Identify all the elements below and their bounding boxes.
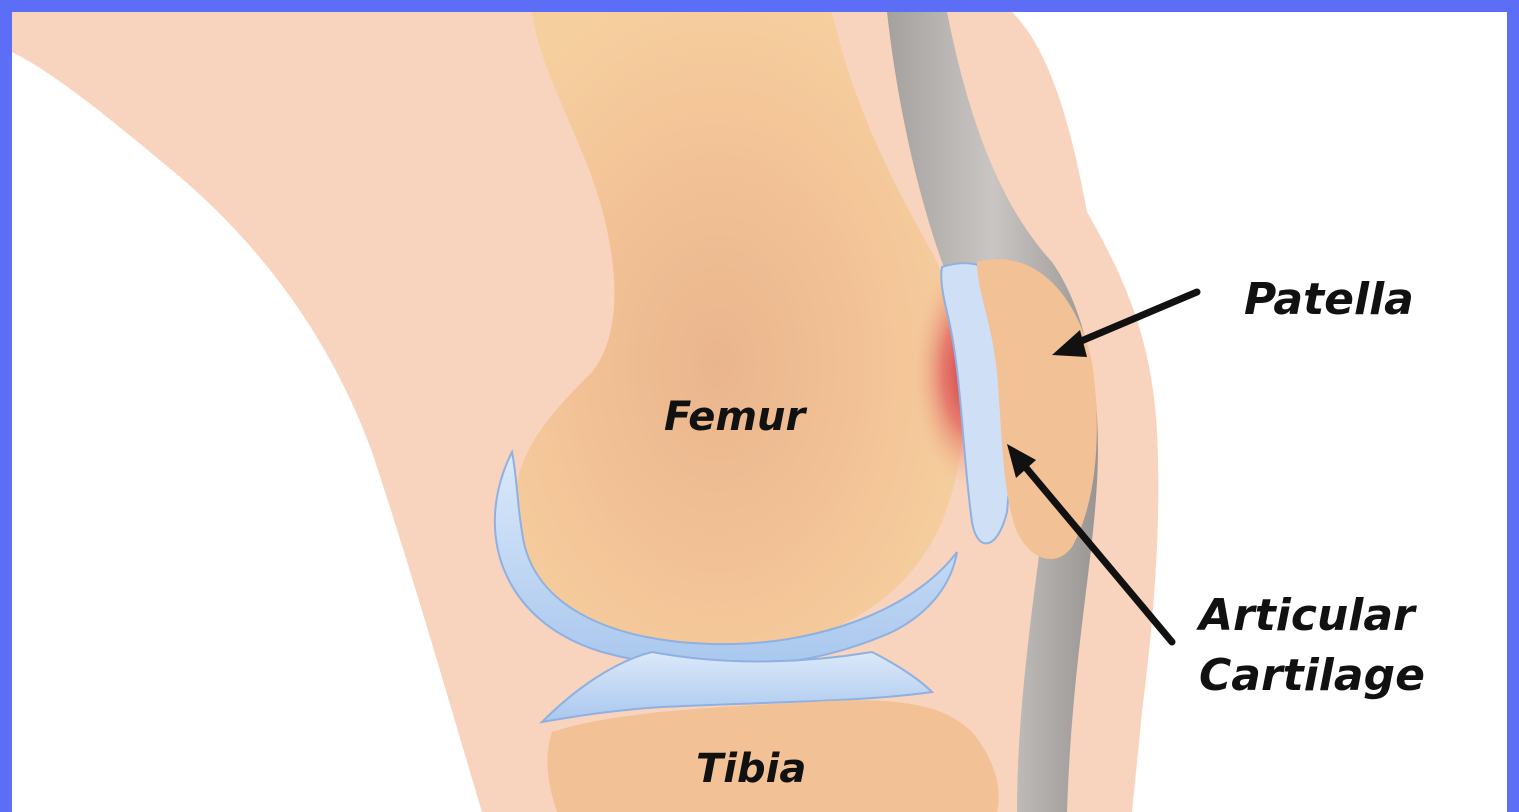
label-tibia: Tibia xyxy=(696,746,806,792)
knee-diagram: Patella Articular Cartilage Femur Tibia xyxy=(12,12,1507,812)
label-articular: Articular xyxy=(1196,590,1417,641)
label-patella: Patella xyxy=(1244,274,1414,325)
label-cartilage: Cartilage xyxy=(1199,650,1425,701)
diagram-canvas: Patella Articular Cartilage Femur Tibia xyxy=(12,12,1507,812)
label-femur: Femur xyxy=(664,394,808,440)
